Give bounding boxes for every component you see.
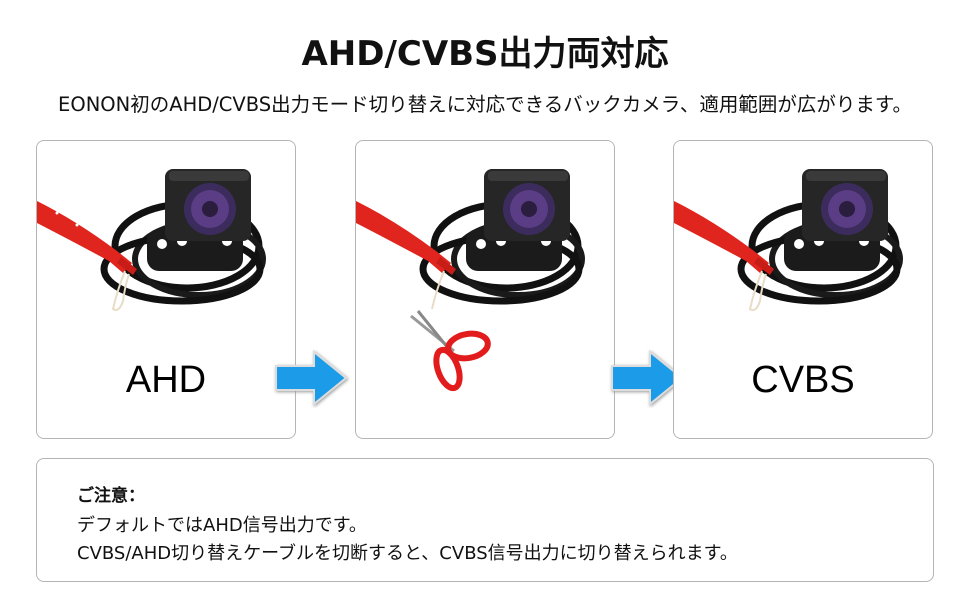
notice-line: デフォルトではAHD信号出力です。	[77, 515, 367, 536]
cable-cut-panel	[355, 140, 615, 439]
rear-camera-image	[674, 169, 903, 311]
ahd-mode-panel: AHD	[36, 140, 296, 439]
notice-box: ご注意： デフォルトではAHD信号出力です。 CVBS/AHD切り替えケーブルを…	[36, 458, 934, 582]
right-arrow-icon	[611, 349, 684, 407]
page-subtitle: EONON初のAHD/CVBS出力モード切り替えに対応できるバックカメラ、適用範…	[58, 93, 912, 116]
rear-camera-cut-image	[356, 169, 585, 392]
notice-line: CVBS/AHD切り替えケーブルを切断すると、CVBS信号出力に切り替えられます…	[77, 543, 738, 564]
right-arrow-icon	[275, 349, 348, 407]
rear-camera-image	[37, 169, 266, 311]
panel-label: AHD	[125, 359, 207, 401]
notice-title: ご注意：	[77, 486, 145, 506]
page-title: AHD/CVBS出力両対応	[301, 34, 669, 74]
panel-label: CVBS	[751, 359, 855, 401]
scissors-icon	[410, 310, 491, 392]
cvbs-mode-panel: CVBS	[673, 140, 933, 439]
